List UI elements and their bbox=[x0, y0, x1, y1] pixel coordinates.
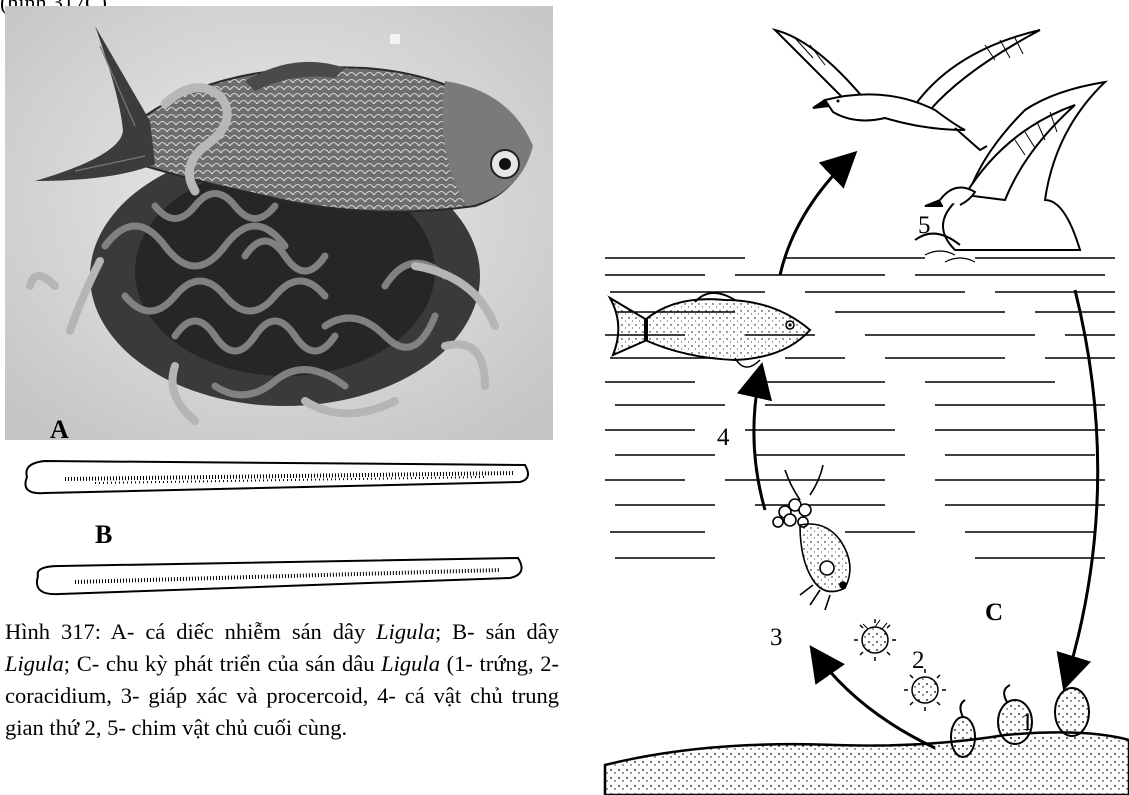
arrow-bird-to-eggs bbox=[1065, 290, 1098, 685]
caption-mid-2: ; C- chu kỳ phát triển của sán dâu bbox=[64, 651, 381, 676]
caption-mid-1: ; B- sán dây bbox=[435, 619, 559, 644]
flying-gull bbox=[775, 30, 1040, 150]
stage-4-number: 4 bbox=[717, 424, 730, 451]
stage-1-number: 1 bbox=[1021, 709, 1034, 736]
stage-5-number: 5 bbox=[918, 212, 931, 239]
life-cycle-diagram: 5 4 3 2 1 C bbox=[585, 0, 1129, 795]
arrow-fish-to-bird bbox=[780, 155, 853, 275]
label-c: C bbox=[985, 599, 1003, 626]
intermediate-host-fish bbox=[610, 293, 810, 367]
label-b: B bbox=[95, 520, 112, 550]
stage-2-number: 2 bbox=[912, 647, 925, 674]
label-a: A bbox=[50, 415, 69, 445]
caption-genus-2: Ligula bbox=[5, 651, 64, 676]
ligula-drawing-1 bbox=[15, 455, 535, 503]
caption-genus-3: Ligula bbox=[381, 651, 440, 676]
caption-prefix: Hình 317: A- cá diếc nhiễm sán dây bbox=[5, 619, 376, 644]
infected-fish-photo bbox=[5, 6, 553, 440]
coracidium-2 bbox=[904, 669, 946, 711]
coracidium-1 bbox=[854, 619, 896, 661]
stage-3-number: 3 bbox=[770, 624, 783, 651]
caption-genus-1: Ligula bbox=[376, 619, 435, 644]
swimming-gull bbox=[915, 82, 1105, 262]
lake-bottom bbox=[605, 732, 1129, 795]
arrow-copepod-to-fish bbox=[754, 368, 765, 510]
figure-caption: Hình 317: A- cá diếc nhiễm sán dây Ligul… bbox=[5, 616, 559, 744]
copepod-with-procercoid bbox=[773, 465, 850, 610]
ligula-drawing-2 bbox=[30, 548, 530, 598]
